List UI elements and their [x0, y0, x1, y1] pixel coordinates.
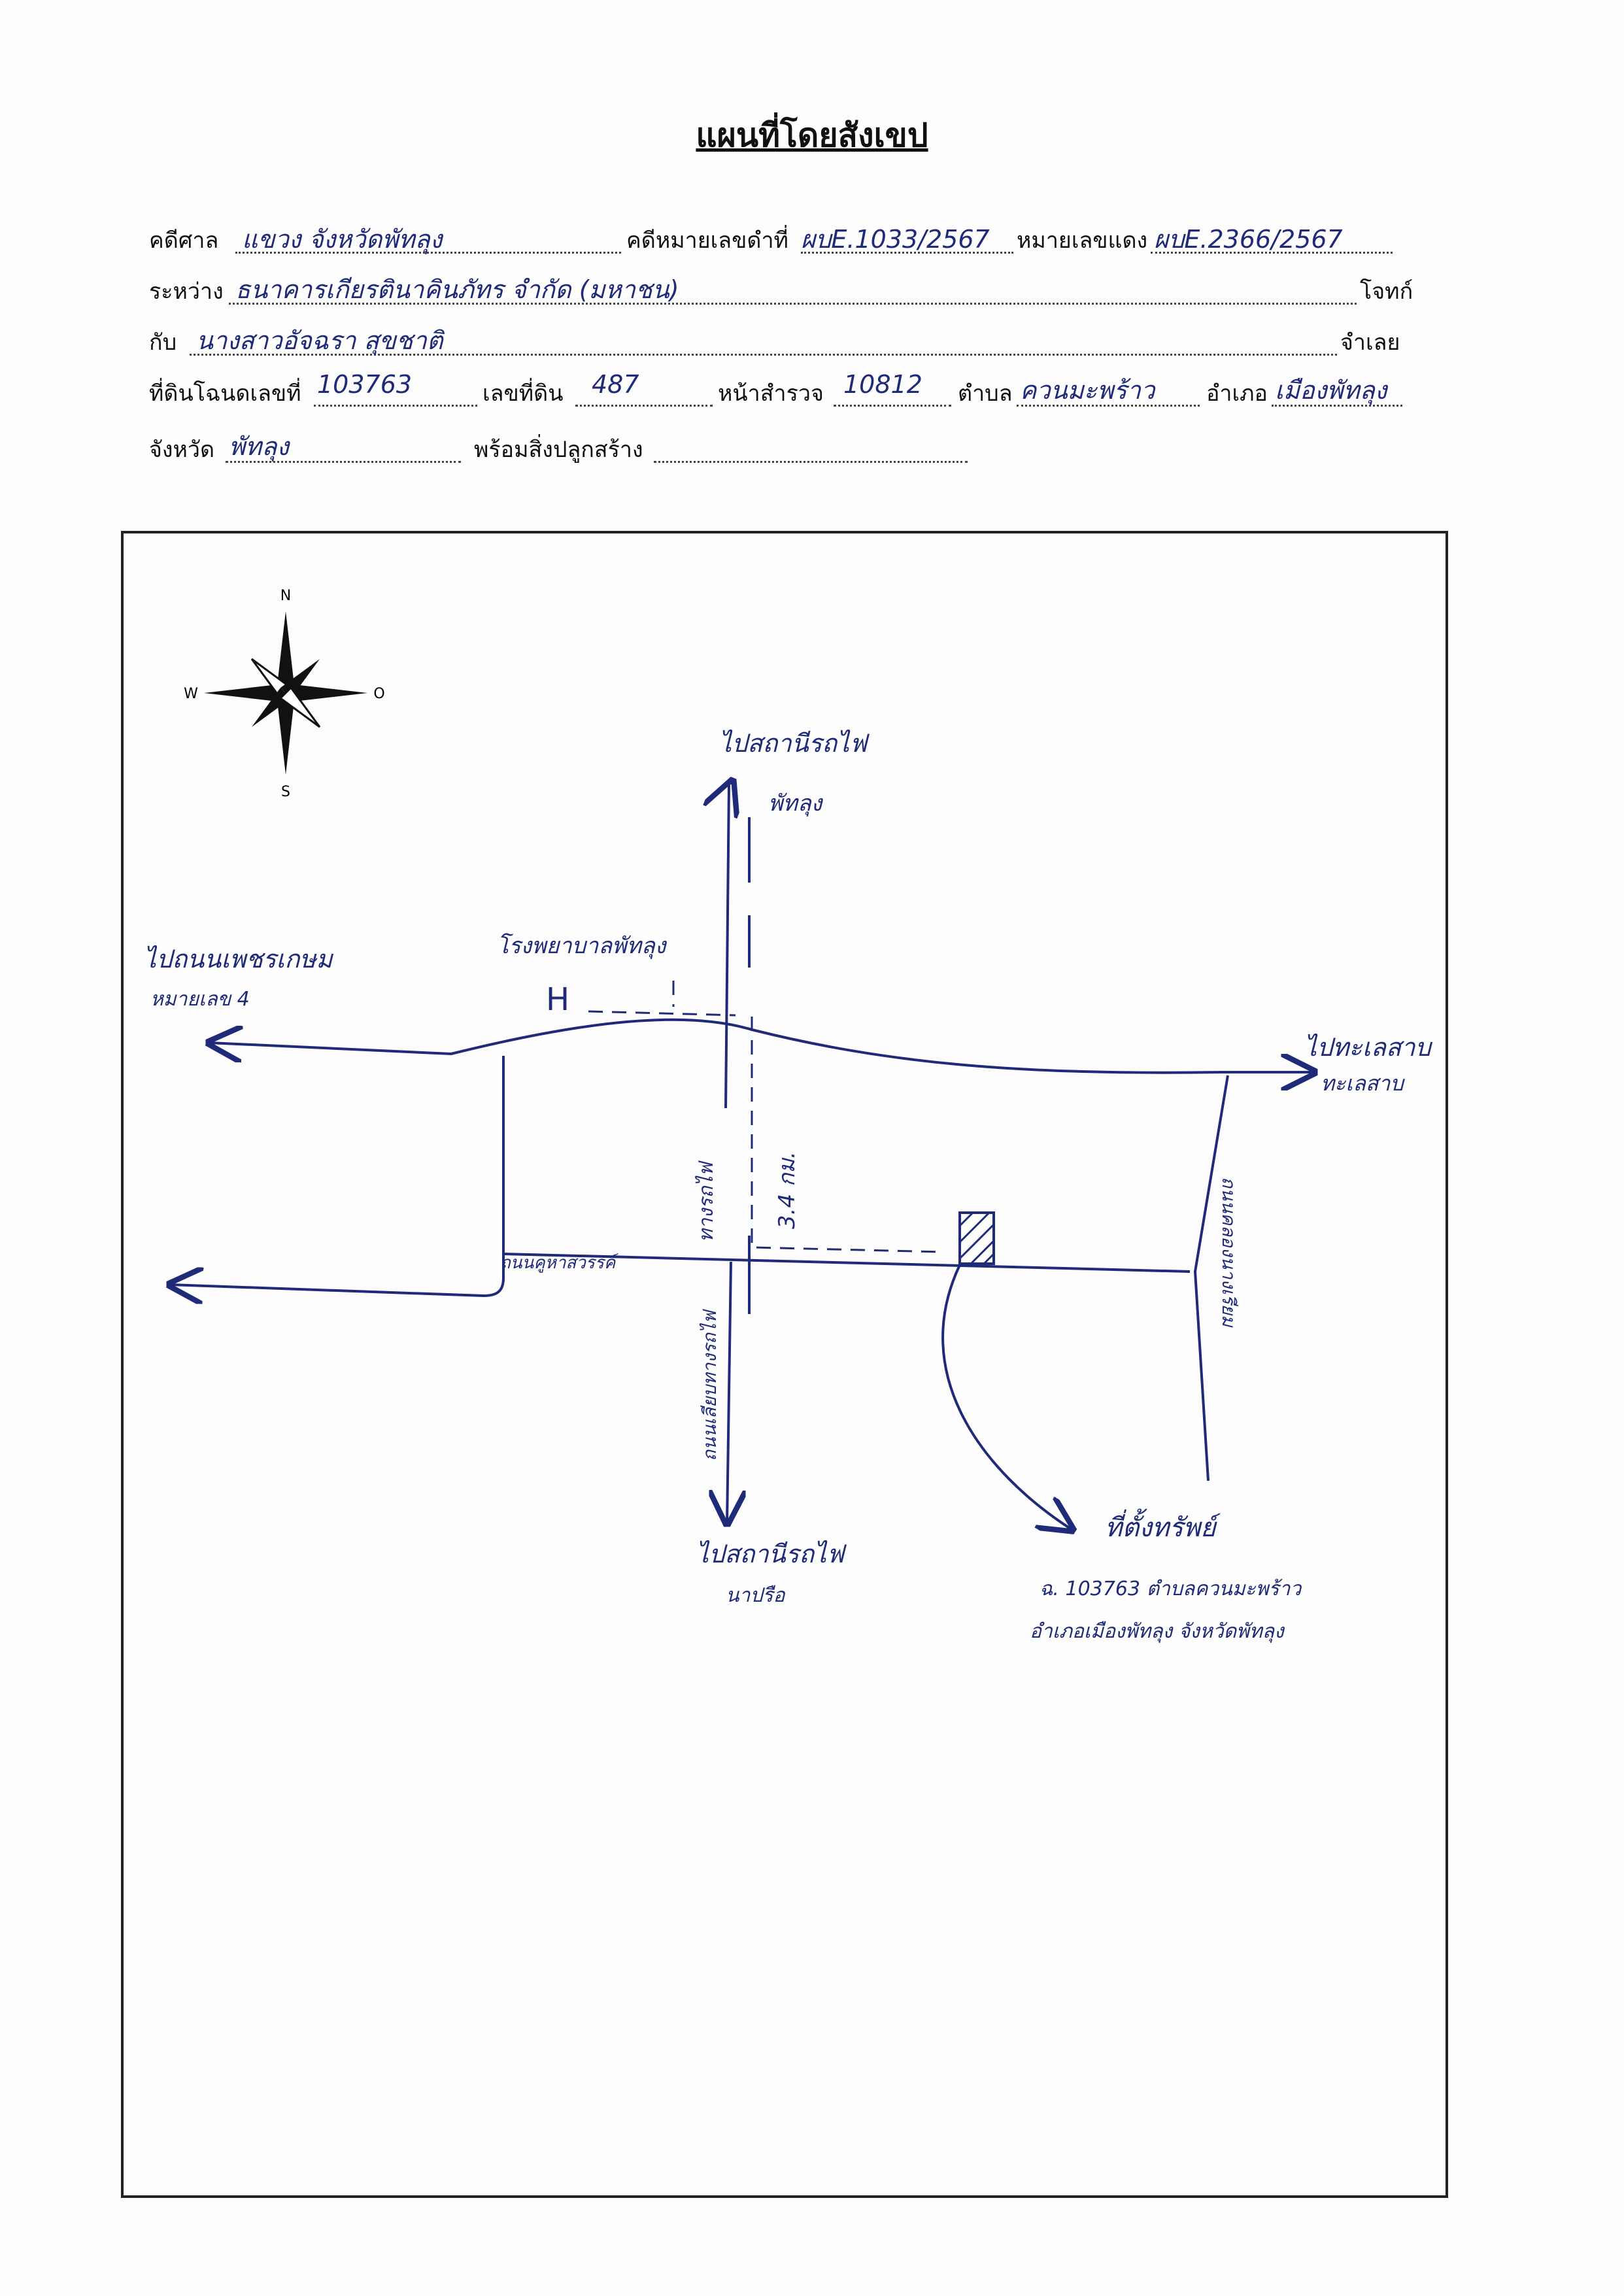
to-lamsin-sub: ทะเลสาบ [1321, 1071, 1405, 1096]
compass-rose: N W O S [184, 588, 385, 800]
property-label: ที่ตั้งทรัพย์ [1105, 1508, 1221, 1543]
red-case-value: ผบE.2366/2567 [1154, 225, 1343, 254]
court-dots [235, 252, 621, 254]
province-value: พัทลุง [229, 432, 289, 461]
plaintiff-dots [229, 303, 1357, 305]
defendant-role: จำเลย [1340, 329, 1400, 356]
court-label: คดีศาล [149, 228, 219, 254]
subdistrict-label: ตำบล [958, 380, 1013, 407]
compass-s: S [281, 784, 290, 800]
black-case-value: ผบE.1033/2567 [801, 225, 990, 254]
distance-label: 3.4 กม. [774, 1151, 800, 1229]
subdistrict-value: ควนมะพร้าว [1020, 376, 1155, 405]
defendant-dots [190, 354, 1337, 356]
plaintiff-value: ธนาคารเกียรตินาคินภัทร จำกัด (มหาชน) [235, 275, 679, 304]
road-right-vertical-label: ถนนคลองนางเรียม [1218, 1177, 1240, 1328]
property-desc-2: อำเภอเมืองพัทลุง จังหวัดพัทลุง [1030, 1620, 1285, 1643]
buildings-dots [654, 461, 968, 463]
hospital-mark: H [546, 981, 569, 1018]
district-dots [1272, 405, 1402, 407]
red-case-label: หมายเลขแดง [1017, 228, 1148, 254]
deed-dots [314, 405, 477, 407]
survey-page-label: หน้าสำรวจ [718, 380, 824, 407]
plaintiff-role: โจทก์ [1360, 279, 1413, 305]
to-station-south: ไปสถานีรถไฟ [696, 1540, 847, 1568]
property-box [958, 1211, 995, 1265]
to-petchkasem: ไปถนนเพชรเกษม [144, 945, 333, 973]
deed-label: ที่ดินโฉนดเลขที่ [149, 380, 301, 407]
land-no-dots [575, 405, 713, 407]
black-case-dots [801, 252, 1013, 254]
province-label: จังหวัด [149, 437, 215, 463]
deed-value: 103763 [317, 370, 413, 399]
compass-o: O [373, 686, 384, 702]
to-petchkasem-sub: หมายเลข 4 [150, 988, 250, 1011]
land-no-value: 487 [592, 370, 639, 399]
defendant-value: นางสาวอัจฉรา สุขชาติ [196, 326, 443, 355]
railway-label: ทางรถไฟ [695, 1160, 718, 1242]
property-desc-1: ฉ. 103763 ตำบลควนมะพร้าว [1040, 1578, 1302, 1600]
with-label: กับ [149, 329, 177, 356]
road-don-label: ถนนคูหาสวรรค์ [500, 1253, 618, 1273]
road-rail-vertical-label: ถนนเลียบทางรถไฟ [699, 1309, 720, 1461]
to-lamsin: ไปทะเลสาบ [1304, 1033, 1432, 1062]
land-no-label: เลขที่ดิน [482, 380, 564, 407]
map-frame [121, 531, 1448, 2198]
province-dots [226, 461, 461, 463]
black-case-label: คดีหมายเลขดำที่ [626, 228, 788, 254]
survey-page-value: 10812 [843, 370, 922, 399]
buildings-label: พร้อมสิ่งปลูกสร้าง [474, 437, 643, 463]
dashed-lines [588, 981, 942, 1253]
court-value: แขวง จังหวัดพัทลุง [242, 225, 443, 254]
survey-page-dots [834, 405, 951, 407]
to-station-south-sub: นาปรือ [726, 1584, 787, 1607]
district-label: อำเภอ [1206, 380, 1268, 407]
map-labels: ไปสถานีรถไฟ พัทลุง ไปถนนเพชรเกษม หมายเลข… [144, 729, 1432, 1643]
red-case-dots [1151, 252, 1393, 254]
compass-n: N [280, 588, 291, 604]
hospital-label: โรงพยาบาลพัทลุง [497, 933, 668, 959]
to-station-north-sub: พัทลุง [768, 790, 824, 817]
to-station-north: ไปสถานีรถไฟ [719, 729, 870, 758]
roads [170, 781, 1314, 1530]
compass-w: W [184, 686, 198, 702]
subdistrict-dots [1017, 405, 1200, 407]
district-value: เมืองพัทลุง [1275, 376, 1387, 405]
between-label: ระหว่าง [149, 279, 224, 305]
page-title: แผนที่โดยสังเขป [696, 116, 928, 154]
